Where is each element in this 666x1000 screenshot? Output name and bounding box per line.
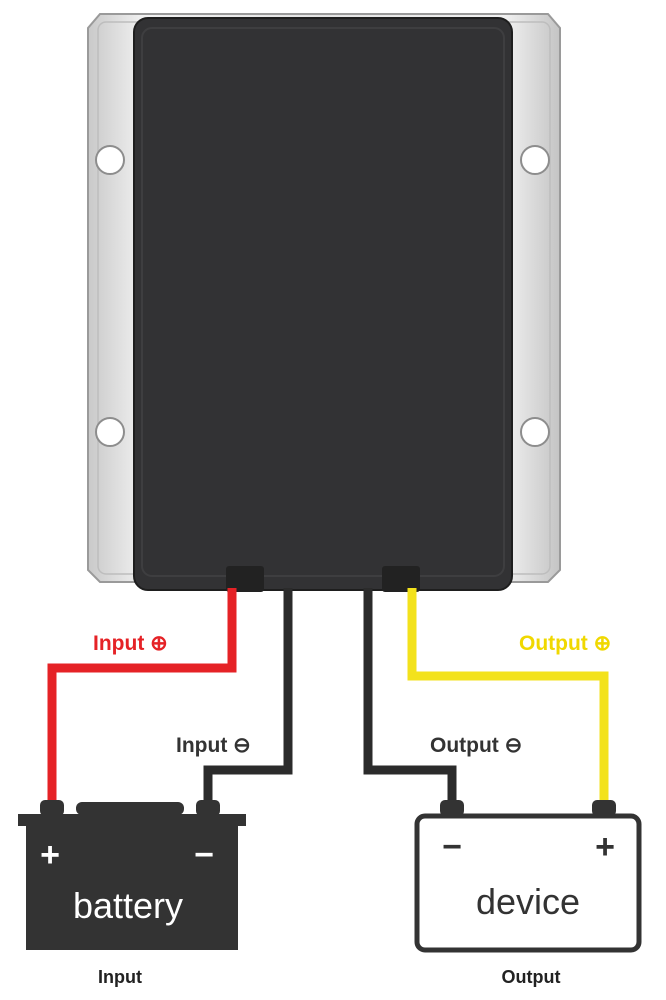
input-positive-wire	[47, 588, 237, 808]
battery-terminal-positive	[40, 800, 64, 816]
output-negative-wire	[363, 588, 457, 808]
device-label: device	[476, 881, 580, 922]
battery-label: battery	[73, 885, 183, 926]
output-cable-boot	[382, 566, 420, 592]
battery-terminal-negative	[196, 800, 220, 816]
battery-plus-sign: +	[40, 836, 60, 874]
mounting-hole	[95, 145, 125, 175]
battery-lid	[18, 814, 246, 826]
input-cable-boot	[226, 566, 264, 592]
battery-top-strip	[76, 802, 184, 815]
device: − + device	[414, 800, 642, 953]
mounting-hole	[520, 145, 550, 175]
battery-minus-sign: −	[194, 836, 214, 874]
battery-caption: Input	[98, 967, 142, 987]
device-terminal-negative	[440, 800, 464, 816]
output-negative-label: Output ⊖	[430, 734, 522, 757]
input-negative-label: Input ⊖	[176, 734, 251, 757]
output-positive-wire	[407, 588, 609, 808]
device-body	[414, 813, 642, 953]
device-terminal-positive	[592, 800, 616, 816]
device-minus-sign: −	[442, 828, 462, 866]
mounting-hole	[95, 417, 125, 447]
input-positive-label: Input ⊕	[93, 632, 168, 655]
output-positive-label: Output ⊕	[519, 632, 611, 655]
input-negative-wire	[203, 588, 293, 808]
battery: + − battery	[18, 800, 246, 950]
module-body	[133, 17, 513, 591]
device-caption: Output	[502, 967, 561, 987]
converter-module	[87, 13, 561, 592]
mounting-hole	[520, 417, 550, 447]
device-plus-sign: +	[595, 828, 615, 866]
module-body-highlight	[141, 27, 505, 577]
battery-body	[26, 826, 238, 950]
